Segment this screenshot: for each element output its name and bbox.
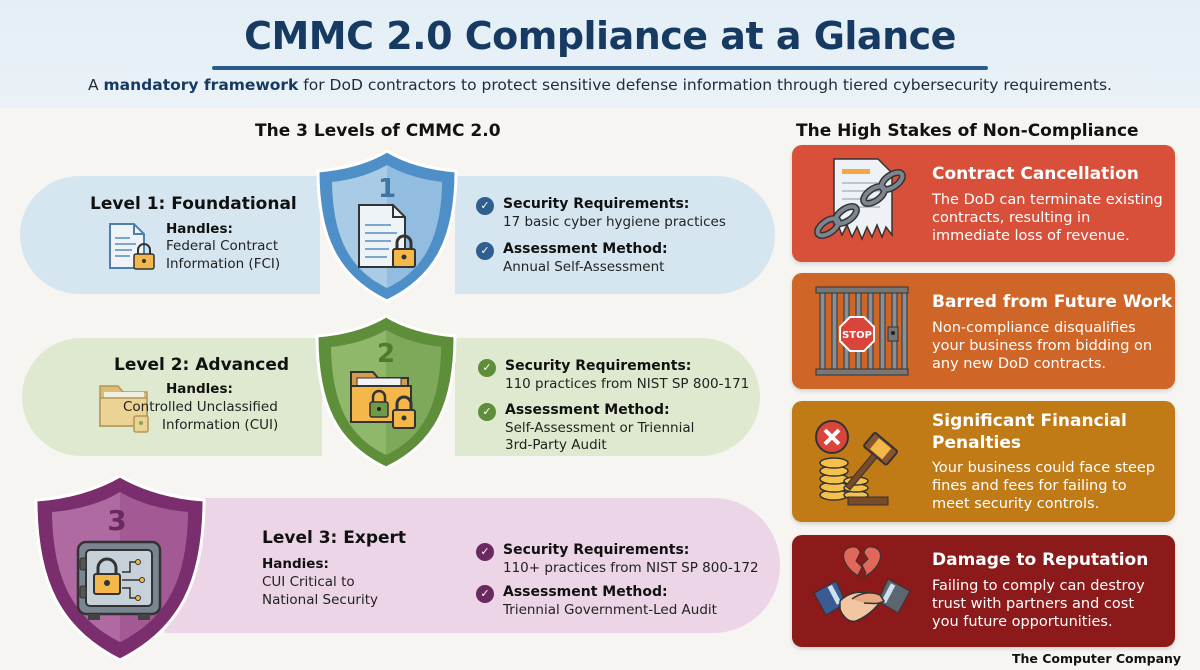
level-1-shield: 1: [316, 149, 458, 303]
level-1-pill-left: [20, 176, 320, 294]
assessment-value-cont: 3rd-Party Audit: [505, 437, 607, 453]
level-1-number: 1: [378, 174, 396, 204]
header-band: [0, 0, 1200, 108]
subtitle-prefix: A: [88, 76, 104, 94]
footer-credit: The Computer Company: [1012, 651, 1182, 666]
requirement-value: 17 basic cyber hygiene practices: [503, 214, 726, 230]
broken-chain-contract-icon: [814, 158, 906, 241]
card-contract-cancellation: Contract Cancellation The DoD can termin…: [792, 145, 1175, 262]
level-2-pill-left: [22, 338, 322, 456]
level-2-title: Level 2: Advanced: [114, 355, 290, 375]
jail-stop-icon: STOP: [815, 286, 909, 376]
level-2-handles-line2: Information (CUI): [162, 417, 279, 433]
check-icon: ✓: [476, 585, 494, 603]
level-2-handles-label: Handles:: [166, 381, 233, 397]
level-2-handles-line1: Controlled Unclassified: [123, 399, 278, 415]
level-1-handles-line2: Information (FCI): [166, 256, 281, 272]
check-icon: ✓: [476, 543, 494, 561]
requirement-label: Security Requirements:: [503, 196, 690, 212]
card-damage-to-reputation: Damage to Reputation Failing to comply c…: [792, 535, 1175, 647]
level-3-title: Level 3: Expert: [262, 528, 407, 548]
level-2-shield: 2: [315, 314, 457, 470]
level-3-number: 3: [107, 504, 126, 537]
check-icon: ✓: [478, 359, 496, 377]
assessment-value: Triennial Government-Led Audit: [503, 602, 717, 618]
level-1-handles-label: Handles:: [166, 221, 233, 237]
card-text-line3: you future opportunities.: [932, 614, 1113, 630]
card-text-line1: Failing to comply can destroy: [932, 578, 1145, 594]
card-text-line2: trust with partners and cost: [932, 596, 1135, 612]
card-text-line1: Your business could face steep: [932, 460, 1156, 476]
card-title: Contract Cancellation: [932, 164, 1139, 184]
stakes-heading: The High Stakes of Non-Compliance: [796, 121, 1139, 141]
level-2-pill-right: [455, 338, 760, 456]
subtitle-rest: for DoD contractors to protect sensitive…: [298, 76, 1112, 94]
assessment-label: Assessment Method:: [505, 402, 670, 418]
page-subtitle: A mandatory framework for DoD contractor…: [0, 76, 1200, 94]
title-underline: [212, 66, 988, 70]
document-lock-icon: [109, 223, 155, 270]
card-text-line3: any new DoD contracts.: [932, 356, 1107, 372]
level-3-handles-line2: National Security: [262, 592, 378, 608]
svg-text:STOP: STOP: [842, 330, 872, 341]
assessment-label: Assessment Method:: [503, 584, 668, 600]
level-3-pill: [165, 498, 780, 633]
card-text-line2: contracts, resulting in: [932, 210, 1091, 226]
subtitle-emphasis: mandatory framework: [103, 76, 299, 94]
assessment-value: Annual Self-Assessment: [503, 259, 665, 275]
levels-heading: The 3 Levels of CMMC 2.0: [255, 121, 501, 141]
card-text-line2: your business from bidding on: [932, 338, 1153, 354]
assessment-value: Self-Assessment or Triennial: [505, 420, 695, 436]
requirement-label: Security Requirements:: [503, 542, 690, 558]
card-title: Damage to Reputation: [932, 550, 1149, 570]
card-text-line1: The DoD can terminate existing: [932, 192, 1163, 208]
requirement-label: Security Requirements:: [505, 358, 692, 374]
check-icon: ✓: [476, 197, 494, 215]
card-text-line1: Non-compliance disqualifies: [932, 320, 1136, 336]
requirement-value: 110+ practices from NIST SP 800-172: [503, 560, 759, 576]
requirement-value: 110 practices from NIST SP 800-171: [505, 376, 750, 392]
card-title-line2: Penalties: [932, 433, 1021, 453]
check-icon: ✓: [478, 403, 496, 421]
card-title: Barred from Future Work: [932, 292, 1173, 312]
level-3-handles-line1: CUI Critical to: [262, 574, 355, 590]
level-1-handles-line1: Federal Contract: [166, 238, 279, 254]
broken-heart-handshake-icon: [813, 546, 911, 623]
gavel-coins-icon: [815, 420, 899, 506]
level-1-title: Level 1: Foundational: [90, 194, 297, 214]
card-financial-penalties: Significant Financial Penalties Your bus…: [792, 401, 1175, 522]
page-title: CMMC 2.0 Compliance at a Glance: [244, 14, 956, 58]
card-title-line1: Significant Financial: [932, 411, 1127, 431]
check-icon: ✓: [476, 242, 494, 260]
card-text-line3: immediate loss of revenue.: [932, 228, 1130, 244]
folder-lock-icon: [99, 385, 149, 433]
card-text-line3: meet security controls.: [932, 496, 1100, 512]
level-3-shield: 3: [34, 474, 206, 662]
level-3-handles-label: Handies:: [262, 556, 329, 572]
level-2-number: 2: [377, 339, 395, 369]
card-barred-from-future-work: STOP Barred from Future Work Non-complia…: [792, 273, 1175, 389]
level-1-pill-right: [455, 176, 775, 294]
assessment-label: Assessment Method:: [503, 241, 668, 257]
card-text-line2: fines and fees for failing to: [932, 478, 1127, 494]
